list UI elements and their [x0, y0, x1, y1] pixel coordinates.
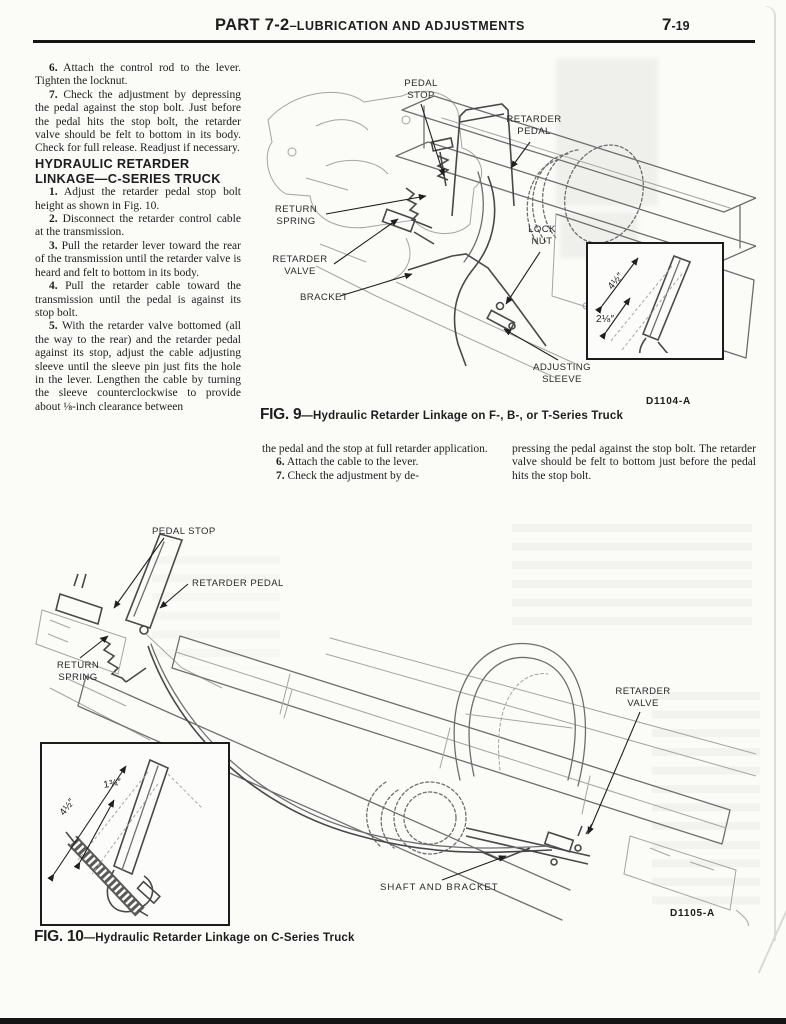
bleed-through-artifact: [556, 58, 658, 206]
fig9-spring-valve-bracket: [381, 187, 547, 347]
fig10-inset-art: 4½″ 1¾″: [47, 758, 203, 917]
step-number: 6.: [49, 62, 58, 74]
part-number: PART 7-2: [215, 16, 290, 34]
step-item: 4. Pull the retarder cable toward the tr…: [35, 280, 241, 320]
fig9-label-lock-nut: LOCK NUT: [528, 224, 556, 247]
fig10-caption: FIG. 10—Hydraulic Retarder Linkage on C-…: [34, 928, 355, 946]
bleed-through-text: [512, 524, 752, 628]
fig10-dim-b: 1¾″: [103, 777, 123, 791]
fig10-mount-plate: [35, 609, 223, 741]
fig9-inset-art: 4½″ 2⅛″: [595, 254, 692, 353]
fig9-inset-detail: 4½″ 2⅛″: [586, 242, 724, 360]
step-item: 2. Disconnect the retarder control cable…: [35, 213, 241, 240]
header-separator: –: [289, 18, 297, 33]
scan-edge-bar: [0, 1018, 786, 1024]
fig10-caption-label: FIG. 10: [34, 928, 84, 945]
step-item: 6. Attach the control rod to the lever. …: [35, 62, 241, 89]
fig10-caption-text: —Hydraulic Retarder Linkage on C-Series …: [83, 932, 355, 944]
fig9-label-adjusting-sleeve: ADJUSTING SLEEVE: [533, 362, 591, 385]
bleed-through-text: [152, 556, 280, 668]
fig9-line-art: [266, 90, 756, 379]
step-item: 7. Check the adjustment by depressing th…: [35, 89, 241, 156]
step-text: Pull the retarder lever toward the rear …: [35, 239, 241, 279]
fig9-engine-sketch: [266, 90, 577, 379]
page-number-minor: -19: [671, 19, 690, 33]
fig9-leader-lines: [325, 103, 559, 361]
header-title-text: LUBRICATION AND ADJUSTMENTS: [296, 19, 525, 33]
fig10-pedal-assembly: [55, 533, 184, 683]
section-heading-line1: HYDRAULIC RETARDER: [35, 155, 190, 171]
page-number-major: 7: [662, 15, 672, 34]
step-text: Check the adjustment by depressing the p…: [35, 88, 242, 155]
fig9-transmission-drum: [526, 144, 644, 245]
step-item: 7. Check the adjustment by de-: [262, 470, 504, 483]
fig9-code: D1104-A: [646, 396, 692, 407]
page-number: 7-19: [662, 15, 690, 35]
step-number: 1.: [49, 186, 58, 199]
fig10-label-retarder-valve: RETARDER VALVE: [615, 686, 671, 709]
step-number: 6.: [276, 456, 285, 469]
page-header-title: PART 7-2–LUBRICATION AND ADJUSTMENTS: [150, 16, 590, 35]
fig10-line-art: [35, 533, 756, 926]
left-column: 6. Attach the control rod to the lever. …: [35, 62, 241, 414]
step-text: Pull the retarder cable toward the trans…: [35, 280, 241, 319]
fig9-label-pedal-stop: PEDAL STOP: [404, 78, 438, 101]
paragraph-text: the pedal and the stop at full retarder …: [262, 443, 488, 455]
fig10-front-member: [623, 835, 749, 926]
step-number: 4.: [49, 280, 58, 293]
fig10-label-return-spring: RETURN SPRING: [56, 660, 100, 683]
fig10-label-pedal-stop: PEDAL STOP: [152, 526, 216, 537]
step-item: 5. With the retarder valve bottomed (all…: [35, 320, 241, 414]
step-number: 7.: [276, 469, 285, 482]
header-rule: [33, 40, 755, 43]
paragraph: pressing the pedal against the stop bolt…: [512, 443, 756, 483]
step-item: 3. Pull the retarder lever toward the re…: [35, 240, 241, 280]
figure-10: PEDAL STOP RETARDER PEDAL RETURN SPRING …: [30, 518, 756, 926]
step-text: Check the adjustment by de-: [287, 469, 420, 482]
fig9-caption-text: —Hydraulic Retarder Linkage on F-, B-, o…: [301, 410, 624, 422]
fig10-overhead-guard: [453, 642, 587, 787]
fig9-label-bracket: BRACKET: [300, 292, 349, 303]
step-number: 2.: [49, 213, 58, 226]
fig10-leader-lines: [79, 537, 641, 881]
fig9-label-retarder-valve: RETARDER VALVE: [272, 254, 328, 277]
fig9-dim-a: 4½″: [606, 271, 626, 292]
fig10-label-retarder-pedal: RETARDER PEDAL: [192, 578, 284, 589]
step-item: 1. Adjust the retarder pedal stop bolt h…: [35, 186, 241, 213]
middle-column-1: the pedal and the stop at full retarder …: [262, 443, 504, 483]
figure-9: PEDAL STOP RETARDER PEDAL RETURN SPRING …: [256, 56, 756, 408]
fig10-code: D1105-A: [670, 908, 716, 919]
step-item: 6. Attach the cable to the lever.: [262, 456, 504, 469]
fig9-label-retarder-pedal: RETARDER PEDAL: [506, 114, 562, 137]
fig9-ibeam: [395, 95, 756, 261]
section-heading-line2: LINKAGE—C-SERIES TRUCK: [35, 171, 221, 187]
fig10-label-shaft-and-bracket: SHAFT AND BRACKET: [380, 882, 499, 893]
fig10-inset-detail: 4½″ 1¾″: [40, 742, 230, 926]
paragraph: the pedal and the stop at full retarder …: [262, 443, 504, 456]
middle-column-2: pressing the pedal against the stop bolt…: [512, 443, 756, 483]
fig9-label-return-spring: RETURN SPRING: [274, 204, 318, 227]
fig10-driveshaft-valve: [465, 823, 593, 866]
paragraph-text: pressing the pedal against the stop bolt…: [512, 443, 756, 482]
fig10-dim-a: 4½″: [58, 796, 78, 817]
step-text: With the retarder valve bottomed (all th…: [35, 320, 241, 413]
step-text: Attach the control rod to the lever. Tig…: [35, 62, 242, 88]
step-number: 7.: [49, 88, 58, 101]
step-text: Disconnect the retarder control cable at…: [35, 213, 241, 239]
fig9-dim-b: 2⅛″: [596, 314, 615, 325]
page-edge: [766, 6, 776, 941]
fig10-cable: [147, 643, 553, 854]
step-text: Attach the cable to the lever.: [286, 456, 419, 469]
step-number: 5.: [49, 320, 58, 333]
step-text: Adjust the retarder pedal stop bolt heig…: [35, 186, 241, 212]
fig9-caption: FIG. 9—Hydraulic Retarder Linkage on F-,…: [260, 406, 623, 424]
fig9-caption-label: FIG. 9: [260, 406, 302, 423]
step-number: 3.: [49, 239, 58, 252]
